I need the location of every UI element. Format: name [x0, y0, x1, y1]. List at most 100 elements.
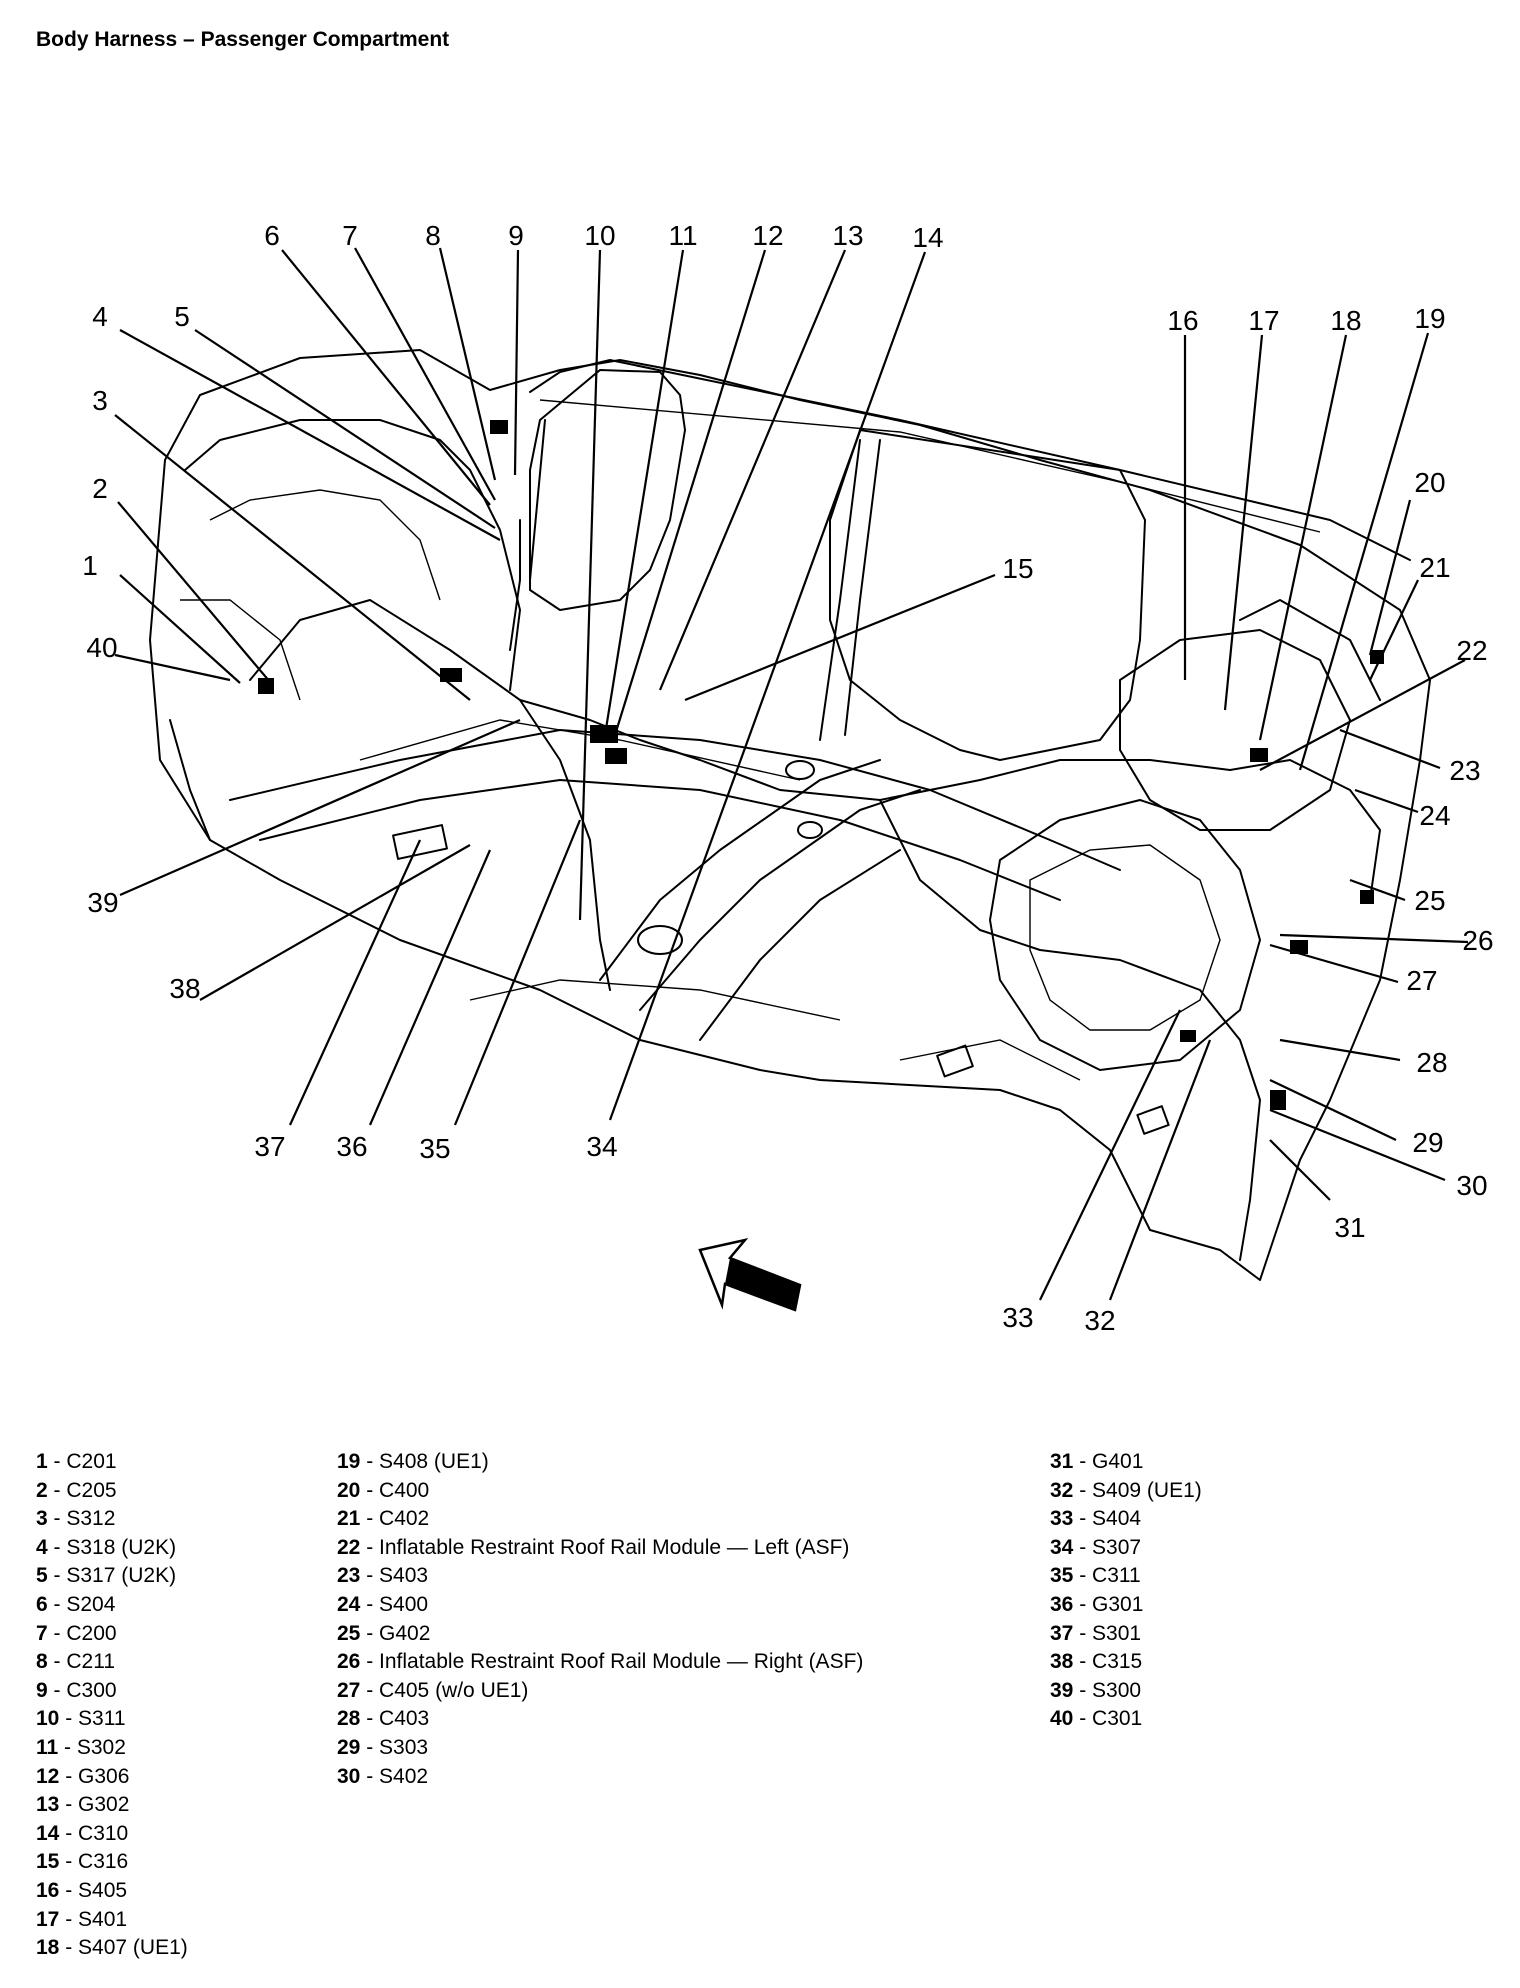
legend-item-label: C315: [1092, 1650, 1143, 1674]
legend-item: 16 - S405: [36, 1878, 128, 1902]
legend-item-number: 32: [1050, 1478, 1074, 1502]
legend-item-label: Inflatable Restraint Roof Rail Module — …: [379, 1535, 850, 1559]
legend-item-label: S301: [1092, 1621, 1142, 1645]
legend-item: 28 - C403: [337, 1707, 430, 1731]
callout-24: 24: [1419, 800, 1450, 831]
legend-item-label: S401: [78, 1907, 128, 1931]
legend-item: 11 - S302: [36, 1735, 126, 1759]
callout-35: 35: [419, 1133, 450, 1164]
callout-22: 22: [1456, 635, 1487, 666]
legend-item-number: 13: [36, 1793, 60, 1817]
callout-27: 27: [1406, 965, 1437, 996]
legend-item-number: 8: [36, 1650, 48, 1674]
legend-item-number: 14: [36, 1821, 60, 1845]
legend-item-label: S408 (UE1): [379, 1450, 489, 1473]
legend-item: 17 - S401: [36, 1907, 128, 1931]
legend-item-label: S300: [1092, 1678, 1142, 1702]
callout-numbers: 1 2 3 4 5 6 7 8 9 10 11 12 13 14 15 16 1…: [82, 220, 1493, 1336]
legend-item-number: 24: [337, 1592, 361, 1616]
legend-item-number: 36: [1050, 1592, 1074, 1616]
callout-32: 32: [1084, 1305, 1115, 1336]
legend-item-label: C310: [78, 1821, 129, 1845]
callout-28: 28: [1416, 1047, 1447, 1078]
callout-18: 18: [1330, 305, 1361, 336]
callout-16: 16: [1167, 305, 1198, 336]
legend-item-label: C201: [66, 1450, 117, 1473]
legend-item-number: 16: [36, 1878, 60, 1902]
legend-item-number: 34: [1050, 1535, 1074, 1559]
legend-item: 38 - C315: [1050, 1650, 1143, 1674]
legend-item-number: 23: [337, 1564, 361, 1588]
legend-item: 29 - S303: [337, 1735, 429, 1759]
callout-25: 25: [1414, 885, 1445, 916]
legend-item: 40 - C301: [1050, 1707, 1143, 1731]
legend-item-number: 25: [337, 1621, 361, 1645]
legend-item-label: G402: [379, 1621, 431, 1645]
legend-item-label: G401: [1092, 1450, 1144, 1473]
legend-item-number: 4: [36, 1535, 48, 1559]
legend-item-label: Inflatable Restraint Roof Rail Module — …: [379, 1650, 864, 1674]
legend-item-number: 28: [337, 1707, 361, 1731]
legend-item-number: 35: [1050, 1564, 1074, 1588]
page-title: Body Harness – Passenger Compartment: [36, 28, 450, 51]
legend-item: 24 - S400: [337, 1592, 429, 1616]
legend-item-number: 22: [337, 1535, 361, 1559]
callout-13: 13: [832, 220, 863, 251]
legend-item-label: S311: [78, 1707, 126, 1731]
legend-item-label: S409 (UE1): [1092, 1478, 1202, 1502]
callout-29: 29: [1412, 1127, 1443, 1158]
legend-item-label: G306: [78, 1764, 130, 1788]
legend-item: 7 - C200: [36, 1621, 117, 1645]
legend-item: 8 - C211: [36, 1650, 116, 1674]
legend-item: 9 - C300: [36, 1678, 117, 1702]
legend-item: 31 - G401: [1050, 1450, 1144, 1473]
legend-item-label: S318 (U2K): [66, 1535, 177, 1559]
legend-item-label: S402: [379, 1764, 429, 1788]
legend-item-label: S307: [1092, 1535, 1142, 1559]
legend-item: 35 - C311: [1050, 1564, 1141, 1588]
legend-item-label: S403: [379, 1564, 429, 1588]
legend-item-number: 39: [1050, 1678, 1074, 1702]
legend-item-number: 30: [337, 1764, 361, 1788]
legend-item-number: 29: [337, 1735, 361, 1759]
forward-arrow-icon: [698, 1237, 802, 1312]
harness-diagram: 1 2 3 4 5 6 7 8 9 10 11 12 13 14 15 16 1…: [82, 220, 1493, 1336]
legend-item-number: 20: [337, 1478, 361, 1502]
leader-lines: [114, 247, 1469, 1301]
legend-item-label: C405 (w/o UE1): [379, 1678, 529, 1702]
legend-item-number: 1: [36, 1450, 48, 1473]
legend-item-label: S404: [1092, 1507, 1142, 1531]
callout-38: 38: [169, 973, 200, 1004]
legend-item: 20 - C400: [337, 1478, 430, 1502]
legend-item-label: S405: [78, 1878, 128, 1902]
legend-item-label: C205: [66, 1478, 117, 1502]
legend-item-label: C301: [1092, 1707, 1143, 1731]
legend-item-label: S317 (U2K): [66, 1564, 177, 1588]
legend-item-number: 6: [36, 1592, 48, 1616]
legend-item: 36 - G301: [1050, 1592, 1144, 1616]
callout-23: 23: [1449, 755, 1480, 786]
legend-item: 37 - S301: [1050, 1621, 1142, 1645]
callout-15: 15: [1002, 553, 1033, 584]
legend-item-number: 5: [36, 1564, 48, 1588]
callout-34: 34: [586, 1131, 617, 1162]
legend-item: 26 - Inflatable Restraint Roof Rail Modu…: [337, 1650, 864, 1674]
legend-item-number: 38: [1050, 1650, 1074, 1674]
callout-2: 2: [92, 473, 108, 504]
callout-26: 26: [1462, 925, 1493, 956]
legend-item-number: 15: [36, 1850, 60, 1874]
legend-item: 2 - C205: [36, 1478, 117, 1502]
legend-item-number: 40: [1050, 1707, 1074, 1731]
legend-item-label: S303: [379, 1735, 429, 1759]
callout-21: 21: [1419, 552, 1450, 583]
callout-40: 40: [86, 632, 117, 663]
legend-item: 3 - S312: [36, 1507, 116, 1531]
legend-item: 33 - S404: [1050, 1507, 1142, 1531]
callout-20: 20: [1414, 467, 1445, 498]
legend-item-number: 3: [36, 1507, 48, 1531]
legend-item-number: 33: [1050, 1507, 1074, 1531]
legend-item-number: 19: [337, 1450, 361, 1473]
callout-36: 36: [336, 1131, 367, 1162]
